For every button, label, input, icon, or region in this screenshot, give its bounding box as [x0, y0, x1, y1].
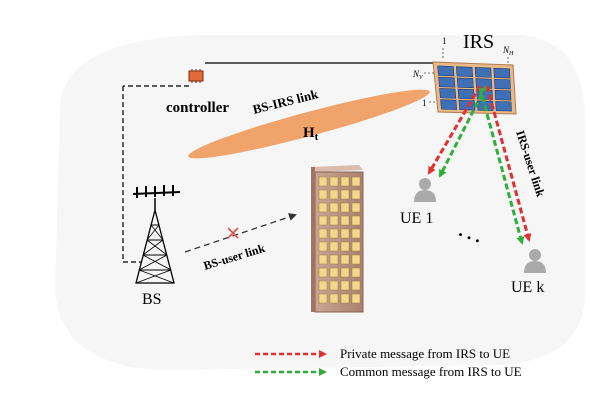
building-window	[329, 280, 339, 291]
chip-icon	[188, 69, 204, 83]
ue1-label: UE 1	[400, 210, 433, 227]
controller-label: controller	[166, 100, 229, 116]
irs-element	[493, 67, 511, 79]
building-window	[329, 267, 339, 278]
irs-element	[495, 101, 512, 112]
building-window	[318, 293, 328, 304]
irs-col-first-label: 1	[442, 36, 447, 46]
legend-item-private: Private message from IRS to UE	[340, 346, 510, 361]
building-window	[329, 202, 339, 213]
building-window	[329, 241, 339, 252]
building-window	[318, 241, 328, 252]
building-window	[351, 215, 361, 226]
legend-item-common: Common message from IRS to UE	[340, 364, 522, 379]
irs-row-last-label: NV	[412, 69, 424, 81]
building-window	[340, 241, 350, 252]
building-window	[318, 228, 328, 239]
building-window	[329, 215, 339, 226]
irs-element	[455, 66, 474, 77]
building-window	[318, 189, 328, 200]
legend: Private message from IRS to UE Common me…	[255, 346, 522, 379]
building-window	[351, 280, 361, 291]
building-window	[340, 228, 350, 239]
building-window	[340, 202, 350, 213]
building-window	[351, 254, 361, 265]
building-window	[340, 215, 350, 226]
building-window	[329, 189, 339, 200]
irs-row-first-label: 1	[422, 98, 427, 108]
uek-label: UE k	[511, 279, 544, 296]
building-window	[318, 254, 328, 265]
building-window	[340, 267, 350, 278]
building-window	[329, 228, 339, 239]
building-icon	[311, 165, 364, 313]
building-window	[351, 202, 361, 213]
building-window	[318, 202, 328, 213]
irs-element	[440, 99, 458, 110]
irs-element	[494, 78, 511, 90]
bs-label: BS	[142, 291, 162, 308]
building-window	[318, 176, 328, 187]
building-window	[340, 189, 350, 200]
irs-element	[494, 89, 512, 101]
building-window	[340, 280, 350, 291]
building-window	[340, 293, 350, 304]
irs-element	[456, 77, 474, 89]
building-window	[318, 215, 328, 226]
building-window	[351, 293, 361, 304]
irs-element	[437, 65, 455, 77]
antenna-tower-icon	[132, 185, 181, 284]
irs-col-last-label: NH	[502, 45, 514, 57]
irs-label: IRS	[463, 31, 494, 53]
building-window	[318, 280, 328, 291]
irs-panel	[432, 61, 517, 115]
x-icon	[227, 227, 239, 239]
user-icon	[414, 178, 436, 202]
building-window	[329, 176, 339, 187]
building-window	[351, 267, 361, 278]
building-window	[351, 241, 361, 252]
building-window	[340, 176, 350, 187]
irs-ue1-arrows	[427, 85, 488, 178]
building-window	[351, 176, 361, 187]
irs-element	[458, 99, 476, 111]
irs-element	[439, 88, 457, 99]
building-window	[318, 267, 328, 278]
building-window	[340, 254, 350, 265]
irs-element	[438, 76, 456, 88]
building-window	[329, 293, 339, 304]
building-window	[351, 228, 361, 239]
building-window	[329, 254, 339, 265]
channel-label: Ht	[303, 125, 319, 143]
irs-element	[457, 88, 475, 100]
building-window	[351, 189, 361, 200]
irs-element	[474, 67, 492, 78]
bs-irs-link-beam	[188, 89, 430, 159]
user-icon	[524, 249, 546, 273]
